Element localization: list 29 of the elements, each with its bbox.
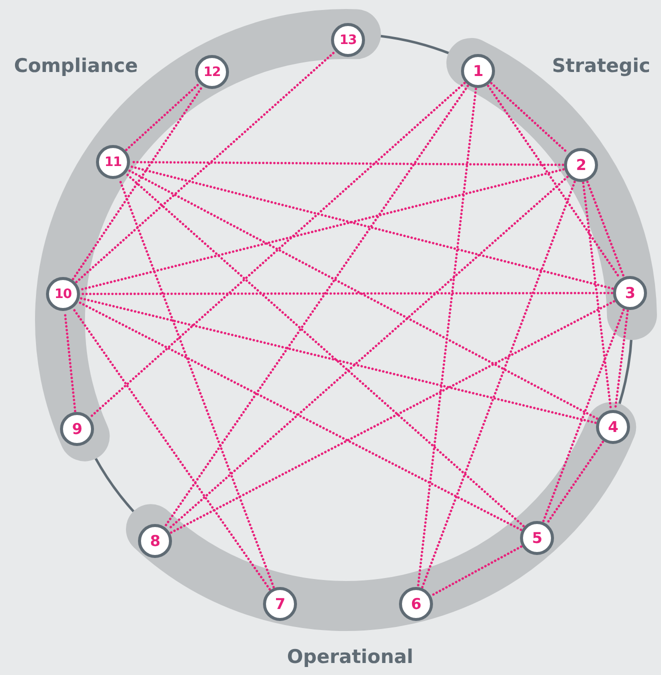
dotted-line — [129, 165, 614, 290]
dotted-line — [125, 172, 525, 528]
dotted-line — [72, 308, 271, 590]
dotted-line — [75, 50, 336, 284]
dotted-line — [125, 82, 200, 152]
dotted-line — [614, 310, 629, 410]
dotted-line — [89, 82, 466, 418]
dotted-line — [128, 169, 598, 420]
dotted-line — [486, 84, 622, 280]
dotted-line — [72, 86, 204, 280]
dotted-line — [582, 182, 612, 410]
dotted-line — [421, 180, 576, 588]
dotted-line — [490, 82, 569, 154]
dotted-line — [130, 160, 564, 166]
group-label: Strategic — [552, 54, 650, 77]
dotted-line — [542, 308, 625, 522]
group-label: Compliance — [14, 55, 138, 77]
dotted-line — [80, 292, 614, 296]
dotted-line — [78, 301, 522, 531]
dotted-line — [79, 168, 565, 291]
dotted-line — [164, 84, 469, 528]
dotted-line — [586, 180, 625, 278]
dotted-line — [546, 440, 604, 524]
group-label: Operational — [286, 646, 414, 668]
dotted-line — [79, 297, 597, 424]
dotted-line — [170, 300, 616, 534]
dotted-line — [430, 545, 522, 597]
dotted-line — [416, 88, 478, 588]
dotted-line — [167, 176, 569, 530]
